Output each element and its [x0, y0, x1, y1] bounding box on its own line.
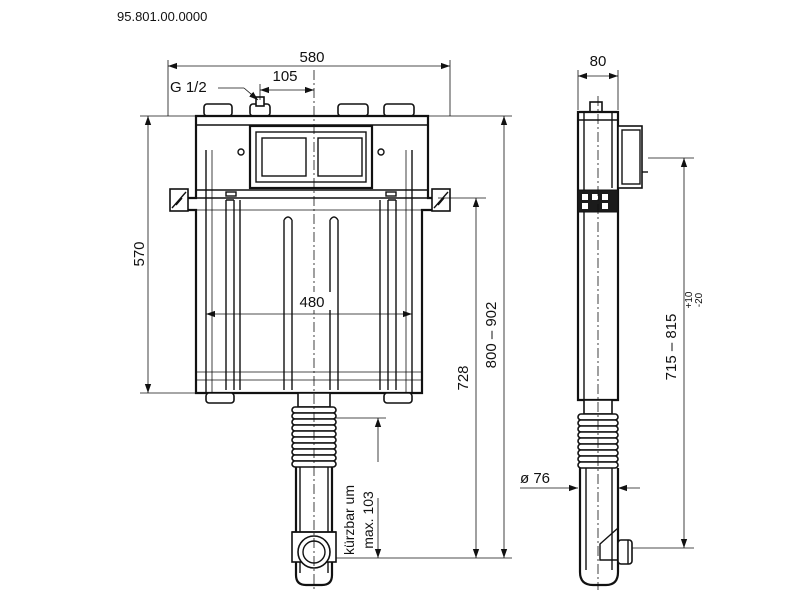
opening-window-right: [317, 137, 363, 177]
front-dimensions: 580 105 G 1/2 570 480 728: [131, 49, 512, 559]
bottom-bracket-left: [205, 392, 235, 404]
side-top-cap: [589, 101, 603, 113]
side-dimensions: 80 ø 76 715 – 815 +10 -20: [520, 53, 705, 549]
cistern-body: [169, 96, 451, 404]
side-view: 80 ø 76 715 – 815 +10 -20: [520, 53, 705, 590]
side-flush-pipe: [578, 468, 620, 587]
note-shorten-line1: kürzbar um: [341, 485, 357, 555]
bottom-bracket-right: [383, 392, 413, 404]
note-shorten-line2: max. 103: [360, 491, 376, 549]
flush-plate-opening: [248, 124, 374, 190]
dim-728: 728: [455, 365, 472, 390]
side-outlet: [617, 539, 633, 565]
top-bracket-right-1: [337, 103, 369, 117]
dim-inner-width: 480: [299, 294, 324, 311]
tol-lower: -20: [694, 292, 705, 307]
top-bracket-left-1: [203, 103, 233, 117]
dim-depth: 80: [590, 53, 607, 70]
top-bracket-right-2: [383, 103, 415, 117]
tol-upper: +10: [684, 291, 695, 308]
side-cistern-column: [576, 110, 620, 402]
dim-height: 570: [131, 241, 148, 266]
dim-800-902: 800 – 902: [483, 302, 500, 369]
dim-715-815: 715 – 815: [663, 314, 680, 381]
dim-overall-width: 580: [299, 49, 324, 66]
dim-thread: G 1/2: [170, 79, 207, 96]
document-number: 95.801.00.0000: [117, 9, 208, 24]
dim-diameter: ø 76: [520, 470, 550, 487]
opening-window-left: [261, 137, 307, 177]
dim-offset: 105: [272, 68, 297, 85]
front-view: 580 105 G 1/2 570 480 728: [131, 49, 512, 590]
